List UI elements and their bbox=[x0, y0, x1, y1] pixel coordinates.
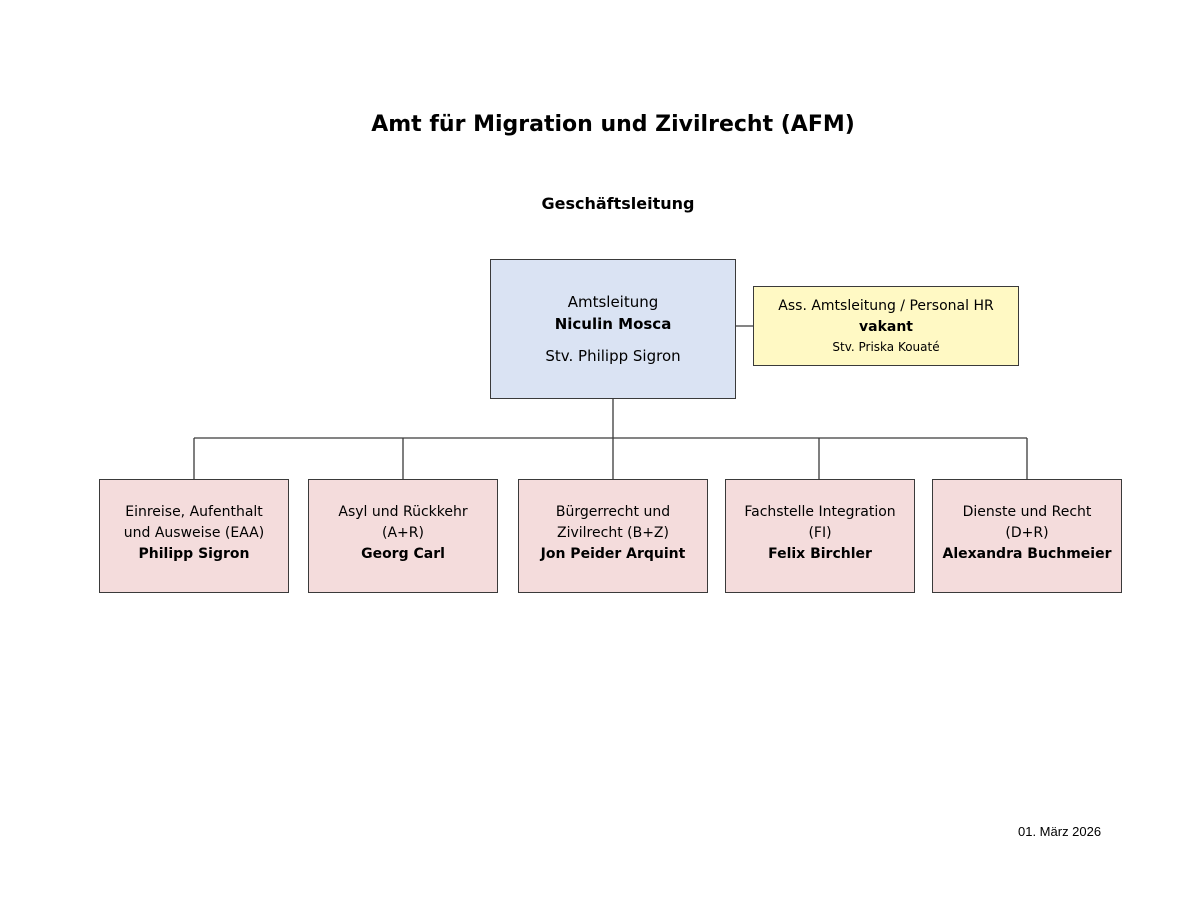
assistant-name: vakant bbox=[859, 319, 913, 335]
assistant-box: Ass. Amtsleitung / Personal HR vakant St… bbox=[753, 286, 1019, 366]
department-box-fi: Fachstelle Integration (FI) Felix Birchl… bbox=[725, 479, 915, 593]
chart-title: Amt für Migration und Zivilrecht (AFM) bbox=[371, 112, 855, 137]
leadership-deputy: Stv. Philipp Sigron bbox=[545, 347, 681, 365]
department-name-line2: (D+R) bbox=[1005, 524, 1049, 541]
department-name-line2: und Ausweise (EAA) bbox=[123, 524, 265, 541]
leadership-role: Amtsleitung bbox=[567, 293, 659, 311]
leadership-name: Niculin Mosca bbox=[554, 315, 672, 333]
department-box-ar: Asyl und Rückkehr (A+R) Georg Carl bbox=[308, 479, 498, 593]
department-name-line2: (A+R) bbox=[382, 524, 424, 541]
department-head: Jon Peider Arquint bbox=[540, 545, 686, 562]
department-head: Philipp Sigron bbox=[138, 545, 250, 562]
department-head: Felix Birchler bbox=[768, 545, 872, 562]
department-box-dr: Dienste und Recht (D+R) Alexandra Buchme… bbox=[932, 479, 1122, 593]
department-name-line1: Bürgerrecht und bbox=[555, 503, 671, 520]
department-name-line2: (FI) bbox=[808, 524, 832, 541]
assistant-deputy: Stv. Priska Kouaté bbox=[832, 340, 940, 354]
chart-subtitle: Geschäftsleitung bbox=[541, 194, 695, 213]
department-name-line2: Zivilrecht (B+Z) bbox=[557, 524, 669, 541]
department-box-bz: Bürgerrecht und Zivilrecht (B+Z) Jon Pei… bbox=[518, 479, 708, 593]
document-date: 01. März 2026 bbox=[1018, 824, 1102, 839]
department-name-line1: Asyl und Rückkehr bbox=[338, 503, 468, 520]
department-name-line1: Dienste und Recht bbox=[962, 503, 1092, 520]
leadership-box: Amtsleitung Niculin Mosca Stv. Philipp S… bbox=[490, 259, 736, 399]
department-box-eaa: Einreise, Aufenthalt und Ausweise (EAA) … bbox=[99, 479, 289, 593]
department-head: Georg Carl bbox=[361, 545, 445, 562]
assistant-role: Ass. Amtsleitung / Personal HR bbox=[778, 298, 994, 314]
department-name-line1: Einreise, Aufenthalt bbox=[125, 503, 263, 520]
department-name-line1: Fachstelle Integration bbox=[744, 503, 896, 520]
department-head: Alexandra Buchmeier bbox=[942, 545, 1112, 562]
